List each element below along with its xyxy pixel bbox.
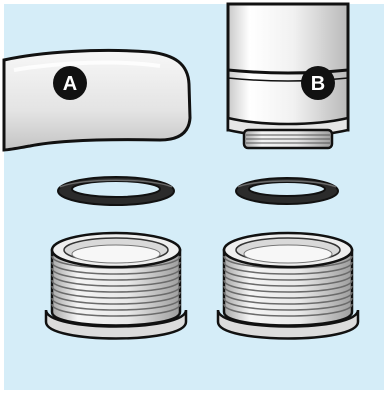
part-a-label: A — [63, 73, 77, 95]
gasket-left — [58, 177, 174, 205]
adapter-right — [218, 233, 358, 339]
part-b-label: B — [311, 73, 325, 95]
part-b-body — [228, 4, 348, 130]
part-b-cartridge: B — [228, 4, 348, 148]
adapter-left — [46, 233, 186, 339]
part-a-aerator: A — [4, 50, 190, 150]
gasket-right — [236, 178, 338, 204]
